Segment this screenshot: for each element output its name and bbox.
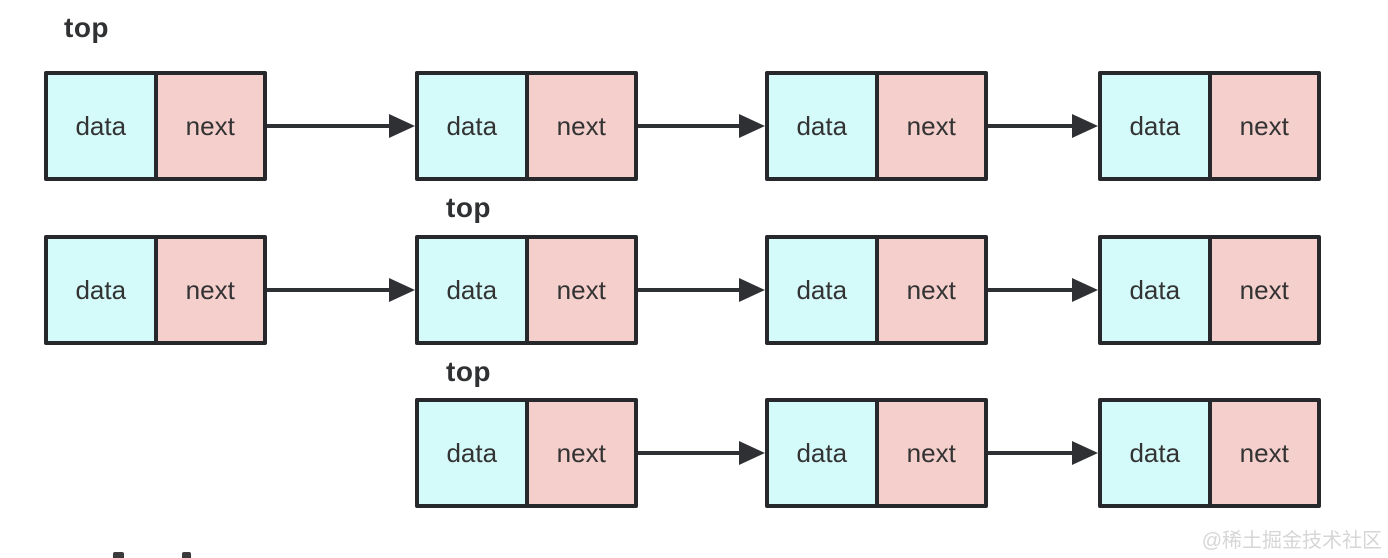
node-next-cell: next [1211, 402, 1317, 504]
top-pointer-label-row3: top [446, 356, 492, 387]
list-node-r2n3: data next [765, 235, 988, 345]
node-next-cell: next [528, 402, 634, 504]
node-next-cell: next [157, 239, 263, 341]
node-data-cell: data [419, 239, 529, 341]
next-cell-label: next [1239, 274, 1289, 305]
node-next-cell: next [878, 75, 984, 177]
node-next-cell: next [878, 402, 984, 504]
node-next-cell: next [528, 239, 634, 341]
next-cell-label: next [906, 274, 956, 305]
next-cell-label: next [556, 274, 606, 305]
node-next-cell: next [1211, 239, 1317, 341]
next-cell-label: next [906, 437, 956, 468]
data-cell-label: data [1129, 110, 1181, 141]
node-data-cell: data [769, 402, 879, 504]
list-node-r3n2: data next [765, 398, 988, 508]
next-cell-label: next [185, 274, 235, 305]
node-next-cell: next [528, 75, 634, 177]
next-cell-label: next [1239, 437, 1289, 468]
data-cell-label: data [1129, 274, 1181, 305]
top-pointer-label-row1: top [64, 12, 110, 43]
node-next-cell: next [157, 75, 263, 177]
next-cell-label: next [185, 110, 235, 141]
next-cell-label: next [556, 437, 606, 468]
next-cell-label: next [906, 110, 956, 141]
list-node-r3n1: data next [415, 398, 638, 508]
list-node-r3n3: data next [1098, 398, 1321, 508]
node-data-cell: data [1102, 402, 1212, 504]
cropped-text-fragment [182, 552, 191, 558]
node-data-cell: data [48, 239, 158, 341]
node-data-cell: data [1102, 75, 1212, 177]
cropped-text-fragment [113, 552, 124, 558]
list-node-r1n3: data next [765, 71, 988, 181]
data-cell-label: data [75, 274, 127, 305]
data-cell-label: data [1129, 437, 1181, 468]
data-cell-label: data [446, 274, 498, 305]
list-node-r2n4: data next [1098, 235, 1321, 345]
list-node-r2n1: data next [44, 235, 267, 345]
node-data-cell: data [419, 402, 529, 504]
node-next-cell: next [1211, 75, 1317, 177]
next-cell-label: next [1239, 110, 1289, 141]
data-cell-label: data [796, 437, 848, 468]
data-cell-label: data [446, 437, 498, 468]
node-data-cell: data [48, 75, 158, 177]
list-node-r1n1: data next [44, 71, 267, 181]
list-node-r1n2: data next [415, 71, 638, 181]
node-data-cell: data [769, 75, 879, 177]
node-data-cell: data [769, 239, 879, 341]
list-node-r1n4: data next [1098, 71, 1321, 181]
next-cell-label: next [556, 110, 606, 141]
node-data-cell: data [419, 75, 529, 177]
data-cell-label: data [446, 110, 498, 141]
node-next-cell: next [878, 239, 984, 341]
data-cell-label: data [796, 110, 848, 141]
data-cell-label: data [75, 110, 127, 141]
data-cell-label: data [796, 274, 848, 305]
list-node-r2n2: data next [415, 235, 638, 345]
watermark: @稀土掘金技术社区 [1201, 530, 1382, 552]
top-pointer-label-row2: top [446, 192, 492, 223]
node-data-cell: data [1102, 239, 1212, 341]
